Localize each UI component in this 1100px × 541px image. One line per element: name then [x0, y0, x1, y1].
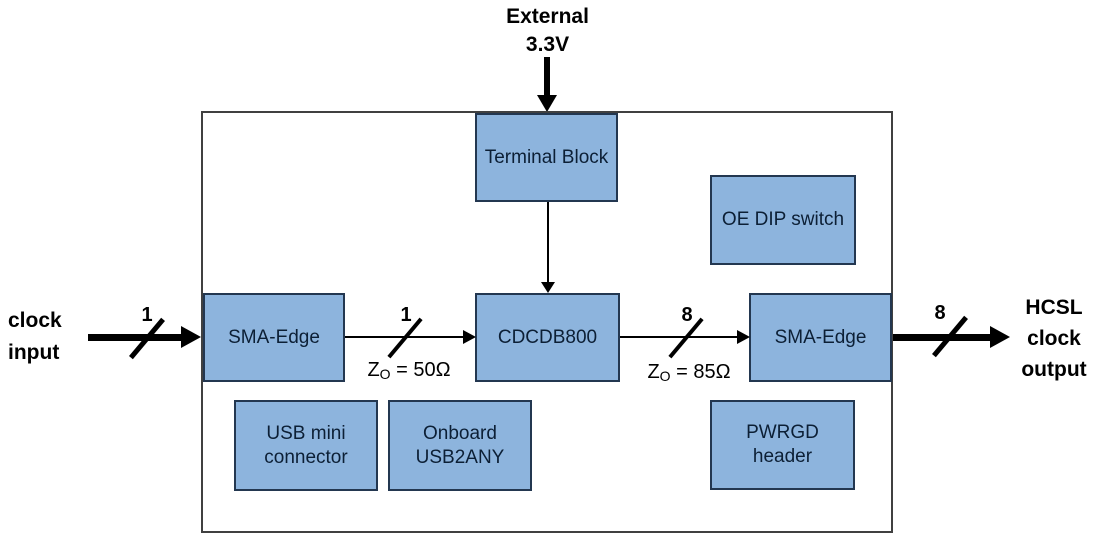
block-label-line1: PWRGD — [746, 422, 819, 443]
terminal-to-cdcdb800-line — [547, 202, 549, 283]
clock-input-label: clock input — [8, 305, 62, 369]
clock-input-line1: clock — [8, 309, 62, 332]
zo-subscript: O — [659, 368, 671, 384]
external-supply-line2: 3.3V — [525, 33, 570, 56]
external-supply-label: External 3.3V — [470, 3, 625, 59]
block-label-line1: Onboard — [423, 422, 497, 444]
board-outline — [201, 111, 893, 533]
block-oe-dip-switch: OE DIP switch — [710, 175, 856, 265]
external-supply-arrowhead-icon — [537, 95, 557, 112]
bus-width-output: 8 — [934, 302, 946, 324]
zo-subscript: O — [379, 366, 391, 382]
block-cdcdb800: CDCDB800 — [475, 293, 620, 382]
block-label: Terminal Block — [484, 146, 609, 168]
clock-input-arrow-shaft — [88, 334, 183, 341]
terminal-to-cdcdb800-arrowhead-icon — [541, 282, 555, 293]
zo-z: Z — [647, 361, 660, 383]
clock-output-arrow-shaft — [893, 334, 992, 341]
sma-to-cdcdb800-arrowhead-icon — [463, 330, 476, 344]
block-label: OE DIP switch — [721, 209, 845, 230]
block-pwrgd-header: PWRGD header — [710, 400, 855, 490]
bus-width-internal-out: 8 — [681, 304, 693, 326]
block-label-line2: header — [752, 446, 813, 467]
clock-output-arrowhead-icon — [990, 326, 1010, 348]
external-supply-arrow-shaft — [544, 57, 550, 97]
block-label-line1: USB mini — [266, 422, 346, 444]
clock-output-line3: output — [1021, 358, 1087, 381]
block-usb-mini-connector: USB mini connector — [234, 400, 378, 491]
bus-width-input: 1 — [141, 304, 153, 326]
block-label: SMA-Edge — [228, 326, 320, 348]
clock-output-line1: HCSL — [1025, 296, 1083, 319]
zo-value: = 50Ω — [390, 359, 451, 381]
block-terminal-block: Terminal Block — [475, 113, 618, 202]
zo-z: Z — [367, 359, 380, 381]
impedance-label-output: ZO = 85Ω — [614, 361, 764, 384]
clock-output-line2: clock — [1027, 327, 1081, 350]
external-supply-line1: External — [506, 5, 589, 28]
clock-input-line2: input — [8, 341, 60, 364]
block-sma-edge-output: SMA-Edge — [749, 293, 892, 382]
impedance-label-input: ZO = 50Ω — [334, 359, 484, 382]
block-label-line2: connector — [264, 446, 348, 468]
block-sma-edge-input: SMA-Edge — [203, 293, 345, 382]
clock-output-label: HCSL clock output — [1008, 292, 1100, 385]
block-label-line2: USB2ANY — [415, 446, 505, 468]
cdcdb800-to-sma-arrowhead-icon — [737, 330, 750, 344]
block-label: CDCDB800 — [497, 326, 598, 348]
cdcdb800-to-sma-line — [620, 336, 741, 338]
clock-input-arrowhead-icon — [181, 326, 201, 348]
bus-width-internal-in: 1 — [400, 304, 412, 326]
block-onboard-usb2any: Onboard USB2ANY — [388, 400, 532, 491]
zo-value: = 85Ω — [670, 361, 731, 383]
block-label: SMA-Edge — [774, 326, 867, 348]
